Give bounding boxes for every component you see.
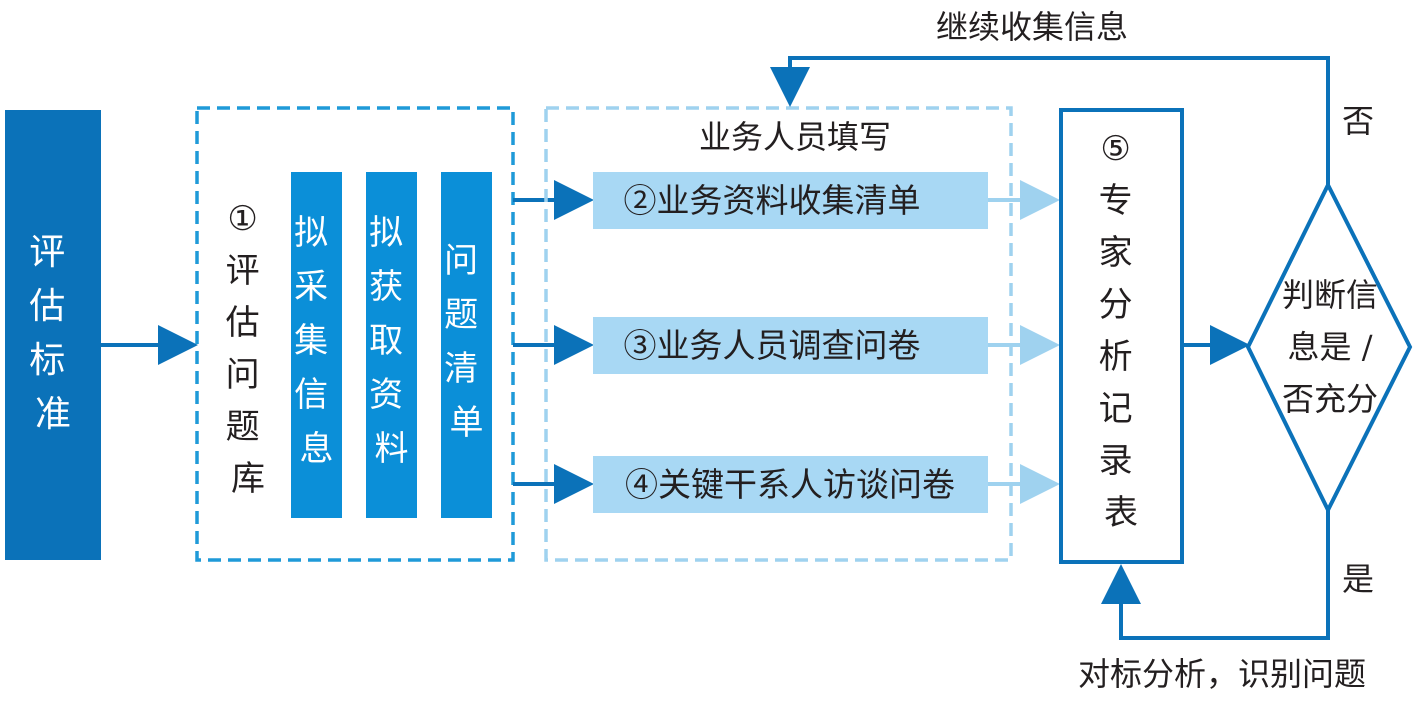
collect-info-char: 息	[300, 429, 334, 469]
expert-record-char: 记	[1099, 389, 1133, 429]
criteria-char: 评	[29, 232, 65, 273]
decision-line-3: 否充分	[1282, 380, 1378, 418]
question-bank-char: 评	[226, 251, 260, 291]
stakeholder-interview-text: ④关键干系人访谈问卷	[625, 465, 955, 504]
collect-info-box	[291, 172, 342, 518]
expert-record-char: 分	[1099, 285, 1133, 325]
obtain-materials-char: 获	[369, 267, 403, 307]
collect-info-char: 集	[294, 321, 328, 361]
criteria-char: 标	[29, 340, 65, 381]
staff-survey-text: ③业务人员调查问卷	[624, 326, 921, 365]
expert-record-char: 析	[1099, 337, 1133, 377]
no-label: 否	[1342, 102, 1374, 140]
decision-line-2: 息是 /	[1288, 328, 1373, 366]
question-list-text: 问 题 清 单	[444, 241, 489, 443]
doc-checklist-box	[593, 172, 988, 229]
question-bank-container	[195, 106, 515, 562]
criteria-char: 准	[35, 394, 71, 435]
expert-record-box	[1059, 108, 1184, 564]
arrow-no-loop	[770, 56, 1330, 185]
obtain-materials-box	[366, 172, 417, 518]
staff-fill-container	[544, 106, 1013, 562]
expert-record-char: ⑤	[1100, 129, 1130, 169]
question-list-char: 题	[444, 295, 478, 335]
expert-record-char: 录	[1099, 441, 1133, 481]
obtain-materials-char: 取	[369, 321, 403, 361]
criteria-char: 估	[29, 286, 65, 327]
question-bank-text: ① 评 估 问 题 库	[226, 199, 271, 499]
criteria-box	[5, 110, 101, 560]
question-bank-char: 库	[231, 459, 265, 499]
question-list-char: 单	[450, 403, 484, 443]
question-bank-char: 问	[226, 355, 260, 395]
expert-record-char: 专	[1099, 181, 1133, 221]
collect-info-char: 信	[294, 375, 328, 415]
obtain-materials-char: 料	[375, 429, 409, 469]
question-list-char: 清	[444, 349, 478, 389]
expert-record-char: 家	[1099, 233, 1133, 273]
obtain-materials-char: 拟	[369, 213, 403, 253]
collect-info-char: 拟	[294, 213, 328, 253]
decision-line-1: 判断信	[1282, 276, 1378, 314]
expert-record-text: ⑤ 专 家 分 析 记 录 表	[1099, 129, 1144, 533]
obtain-materials-text: 拟 获 取 资 料	[369, 213, 414, 469]
collect-info-text: 拟 采 集 信 息	[294, 213, 339, 469]
arrow-yes-loop	[1101, 510, 1330, 640]
doc-checklist-text: ②业务资料收集清单	[624, 181, 921, 220]
question-bank-char: 估	[226, 303, 260, 343]
benchmark-identify-label: 对标分析，识别问题	[1078, 655, 1366, 693]
yes-label: 是	[1342, 560, 1374, 598]
criteria-text: 评 估 标 准	[29, 232, 76, 435]
question-bank-char: 题	[226, 407, 260, 447]
question-list-char: 问	[444, 241, 478, 281]
stakeholder-interview-box	[593, 456, 988, 513]
expert-record-char: 表	[1104, 493, 1138, 533]
obtain-materials-char: 资	[369, 375, 403, 415]
staff-fill-label: 业务人员填写	[699, 118, 891, 156]
continue-collect-label: 继续收集信息	[936, 8, 1128, 46]
question-list-box	[441, 172, 492, 518]
staff-survey-box	[593, 317, 988, 374]
collect-info-char: 采	[294, 267, 328, 307]
question-bank-char: ①	[227, 199, 257, 239]
